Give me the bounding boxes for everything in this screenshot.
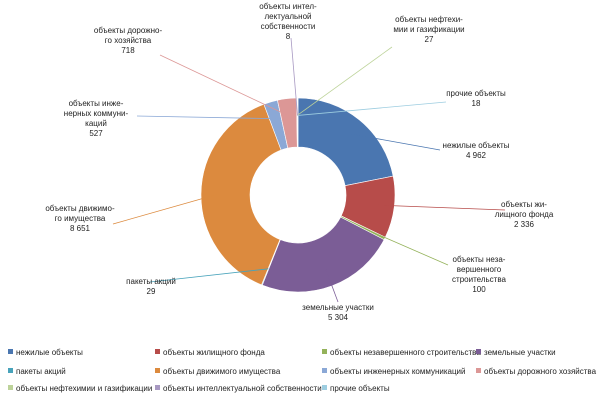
leader-line-объекты-движимого-имущества (112, 193, 219, 225)
leader-line-объекты-нефтехимии-и-газификации (296, 46, 393, 116)
data-label-line: объекты инже- (69, 99, 124, 108)
leader-line-объекты-инженерных-коммуникаций (136, 115, 276, 120)
data-label-line: 18 (472, 99, 481, 108)
data-label-line: пакеты акций (126, 277, 176, 286)
legend-swatch-пакеты-акций (8, 368, 13, 373)
data-label-line: строительства (452, 275, 506, 284)
legend-swatch-объекты-нефтехимии-и-газификации (8, 385, 13, 390)
legend-swatch-объекты-незавершенного-строительства (322, 349, 327, 354)
data-label-line: нежилые объекты (443, 141, 510, 150)
data-label-line: 718 (121, 46, 135, 55)
data-label-line: прочие объекты (446, 89, 506, 98)
legend-label-нежилые-объекты: нежилые объекты (16, 348, 83, 357)
data-label-line: объекты движимо- (45, 204, 115, 213)
data-label-line: объекты дорожно- (94, 26, 163, 35)
legend-label-земельные-участки: земельные участки (484, 348, 556, 357)
slice-нежилые-объекты (297, 97, 394, 187)
data-label-line: 2 336 (514, 220, 535, 229)
slice-земельные-участки (261, 216, 385, 293)
data-label-line: го хозяйства (105, 36, 152, 45)
legend-label-объекты-нефтехимии-и-газификации: объекты нефтехимии и газификации (16, 384, 152, 393)
leader-line-прочие-объекты (297, 101, 447, 116)
data-label-line: 4 962 (466, 151, 487, 160)
data-label-line: земельные участки (302, 303, 374, 312)
legend-label-объекты-интеллектуальной-собственности: объекты интеллектуальной собственности (163, 384, 322, 393)
leader-line-объекты-жилищного-фонда (376, 204, 506, 211)
data-label-line: мии и газификации (393, 25, 464, 34)
data-label-line: 100 (472, 285, 486, 294)
legend-swatch-прочие-объекты (322, 385, 327, 390)
data-label-line: 29 (147, 287, 156, 296)
legend-swatch-нежилые-объекты (8, 349, 13, 354)
leader-line-объекты-незавершенного-строительства (368, 230, 449, 266)
legend-label-объекты-жилищного-фонда: объекты жилищного фонда (163, 348, 265, 357)
legend-swatch-объекты-жилищного-фонда (155, 349, 160, 354)
legend-swatch-объекты-дорожного-хозяйства (476, 368, 481, 373)
data-label-line: объекты интел- (259, 2, 317, 11)
data-label-line: объекты неза- (453, 255, 506, 264)
leader-lines-group (112, 37, 506, 303)
data-label-line: объекты нефтехи- (395, 15, 463, 24)
legend: нежилые объекты объекты жилищного фонда об… (8, 348, 597, 393)
leader-line-объекты-дорожного-хозяйства (159, 54, 290, 117)
leader-line-объекты-интеллектуальной-собственности (290, 37, 298, 116)
slice-объекты-движимого-имущества (200, 103, 282, 286)
data-label-line: 527 (89, 129, 103, 138)
legend-swatch-объекты-интеллектуальной-собственности (155, 385, 160, 390)
legend-swatch-объекты-инженерных-коммуникаций (322, 368, 327, 373)
legend-label-объекты-движимого-имущества: объекты движимого имущества (163, 367, 281, 376)
data-label-line: 8 651 (70, 224, 91, 233)
legend-swatch-объекты-движимого-имущества (155, 368, 160, 373)
data-label-line: 5 304 (328, 313, 349, 322)
legend-label-объекты-инженерных-коммуникаций: объекты инженерных коммуникаций (330, 367, 466, 376)
legend-label-прочие-объекты: прочие объекты (330, 384, 390, 393)
leader-line-земельные-участки (325, 269, 339, 303)
data-label-line: 27 (425, 35, 434, 44)
data-label-line: вершенного (457, 265, 502, 274)
leader-line-пакеты-акций (149, 268, 269, 283)
legend-label-объекты-незавершенного-строительства: объекты незавершенного строительства (330, 348, 481, 357)
data-label-line: лектуальной (265, 12, 312, 21)
data-label-line: го имущества (55, 214, 106, 223)
data-label-line: объекты жи- (501, 200, 547, 209)
slices-group (200, 97, 396, 293)
legend-swatch-земельные-участки (476, 349, 481, 354)
data-label-line: лищного фонда (495, 210, 554, 219)
data-label-line: собственности (261, 22, 316, 31)
data-label-line: каций (85, 119, 107, 128)
legend-label-пакеты-акций: пакеты акций (16, 367, 66, 376)
data-label-line: 8 (286, 32, 291, 41)
data-label-line: нерных коммуни- (64, 109, 129, 118)
leader-line-нежилые-объекты (348, 133, 441, 151)
legend-label-объекты-дорожного-хозяйства: объекты дорожного хозяйства (484, 367, 597, 376)
